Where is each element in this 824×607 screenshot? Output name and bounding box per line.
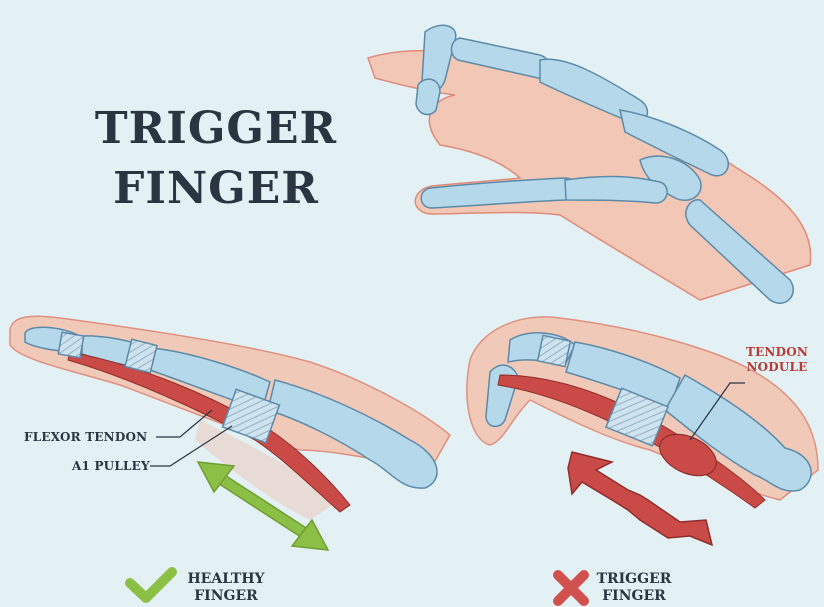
trigger-finger-caption: TRIGGER FINGER bbox=[594, 571, 674, 605]
tendon-nodule-label: TENDON NODULE bbox=[742, 345, 812, 375]
tendon-nodule-label-line-1: TENDON bbox=[742, 345, 812, 360]
trigger-caption-line-2: FINGER bbox=[594, 588, 674, 605]
clenched-hand bbox=[368, 25, 811, 303]
cross-icon bbox=[558, 575, 584, 601]
healthy-finger-caption: HEALTHY FINGER bbox=[178, 571, 274, 605]
a1-pulley-label: A1 PULLEY bbox=[72, 459, 150, 473]
healthy-caption-line-1: HEALTHY bbox=[178, 571, 274, 588]
title-line-2: FINGER bbox=[82, 164, 350, 214]
title-line-1: TRIGGER bbox=[82, 104, 350, 154]
flexor-tendon-label: FLEXOR TENDON bbox=[24, 430, 147, 444]
check-icon bbox=[130, 572, 172, 598]
healthy-caption-line-2: FINGER bbox=[178, 588, 274, 605]
trigger-caption-line-1: TRIGGER bbox=[594, 571, 674, 588]
tendon-nodule-label-line-2: NODULE bbox=[742, 360, 812, 375]
